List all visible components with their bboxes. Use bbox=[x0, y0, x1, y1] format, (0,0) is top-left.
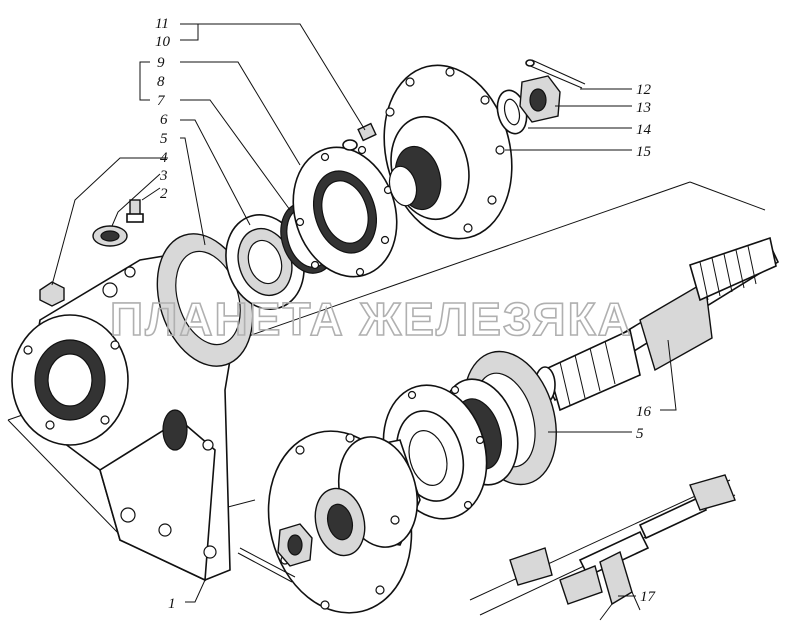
label-16: 16 bbox=[636, 404, 652, 420]
breather-part-2 bbox=[126, 199, 144, 223]
plug-part-4 bbox=[39, 281, 65, 307]
castle-nut-part-13 bbox=[519, 75, 561, 123]
label-8: 8 bbox=[157, 74, 165, 90]
bearing-part-6 bbox=[225, 214, 305, 310]
plug-part-3 bbox=[92, 225, 128, 247]
label-14: 14 bbox=[636, 122, 652, 138]
bolt-part-11 bbox=[342, 122, 377, 151]
watermark-text: ПЛАНЕТА ЖЕЛЕЗЯКА bbox=[110, 293, 633, 345]
label-11: 11 bbox=[155, 16, 169, 32]
label-12: 12 bbox=[636, 82, 652, 98]
label-7: 7 bbox=[157, 93, 166, 109]
label-2: 2 bbox=[160, 186, 168, 202]
label-5-upper: 5 bbox=[160, 131, 168, 147]
lower-cotter-pin bbox=[237, 547, 296, 583]
label-13: 13 bbox=[636, 100, 651, 116]
label-4: 4 bbox=[160, 150, 168, 166]
callout-labels: 11 10 9 8 7 6 5 4 3 2 12 13 14 15 16 5 1… bbox=[155, 16, 657, 612]
label-9: 9 bbox=[157, 55, 165, 71]
label-15: 15 bbox=[636, 144, 652, 160]
propeller-shaft-part-17 bbox=[469, 474, 736, 621]
flange-part-15 bbox=[383, 64, 513, 240]
label-1: 1 bbox=[168, 596, 176, 612]
cotter-pin-part-12 bbox=[525, 59, 586, 89]
label-10: 10 bbox=[155, 34, 171, 50]
cover-part-9 bbox=[292, 145, 398, 278]
label-5-lower: 5 bbox=[636, 426, 644, 442]
label-3: 3 bbox=[159, 168, 168, 184]
lower-castle-nut bbox=[277, 523, 313, 567]
lower-flange bbox=[267, 430, 421, 614]
label-6: 6 bbox=[160, 112, 168, 128]
label-17: 17 bbox=[640, 589, 657, 605]
leader-lines bbox=[51, 23, 677, 603]
